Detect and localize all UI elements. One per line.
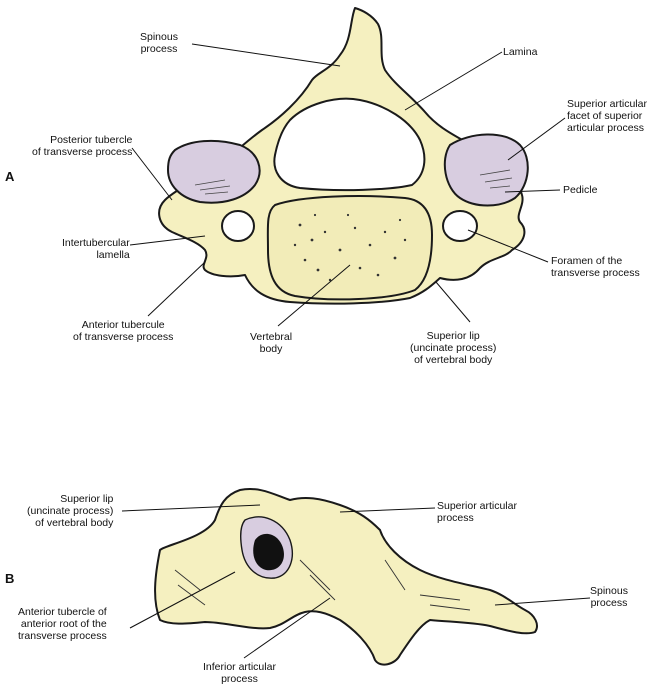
label-superior-lip-a: Superior lip (uncinate process) of verte… — [410, 330, 497, 366]
label-anterior-tubercle-b: Anterior tubercle of anterior root of th… — [18, 606, 107, 642]
facet-hatching — [194, 169, 513, 195]
label-posterior-tubercle: Posterior tubercle of transverse process — [32, 134, 133, 158]
vertebral-body-shape — [266, 195, 433, 301]
label-superior-articular-facet: Superior articular facet of superior art… — [567, 98, 647, 134]
label-inferior-articular-process: Inferior articular process — [203, 661, 276, 685]
label-anterior-tubercle-a: Anterior tubercule of transverse process — [73, 319, 174, 343]
panel-label-a: A — [5, 169, 15, 184]
right-facet — [443, 133, 529, 207]
vertebra-superior-view — [158, 7, 529, 305]
label-vertebral-body: Vertebral body — [250, 331, 293, 355]
label-spinous-process-b: Spinous process — [590, 585, 628, 609]
body-texture — [293, 213, 407, 282]
vertebral-foramen — [273, 97, 426, 192]
label-superior-lip-b: Superior lip (uncinate process) of verte… — [27, 493, 114, 529]
leader-lines-a — [129, 43, 566, 327]
label-lamina: Lamina — [503, 46, 538, 58]
label-intertubercular-lamella: Intertubercular lamella — [62, 237, 130, 261]
panel-label-b: B — [5, 571, 15, 586]
label-superior-articular-process: Superior articular process — [437, 500, 517, 524]
left-transverse-foramen — [221, 210, 255, 242]
leader-lines-b — [121, 504, 591, 659]
right-transverse-foramen — [442, 210, 478, 242]
label-pedicle: Pedicle — [563, 184, 598, 196]
lateral-foramen-dark — [253, 533, 284, 571]
label-foramen-transverse: Foramen of the transverse process — [551, 255, 640, 279]
left-facet — [167, 139, 261, 204]
label-spinous-process-a: Spinous process — [140, 31, 178, 55]
